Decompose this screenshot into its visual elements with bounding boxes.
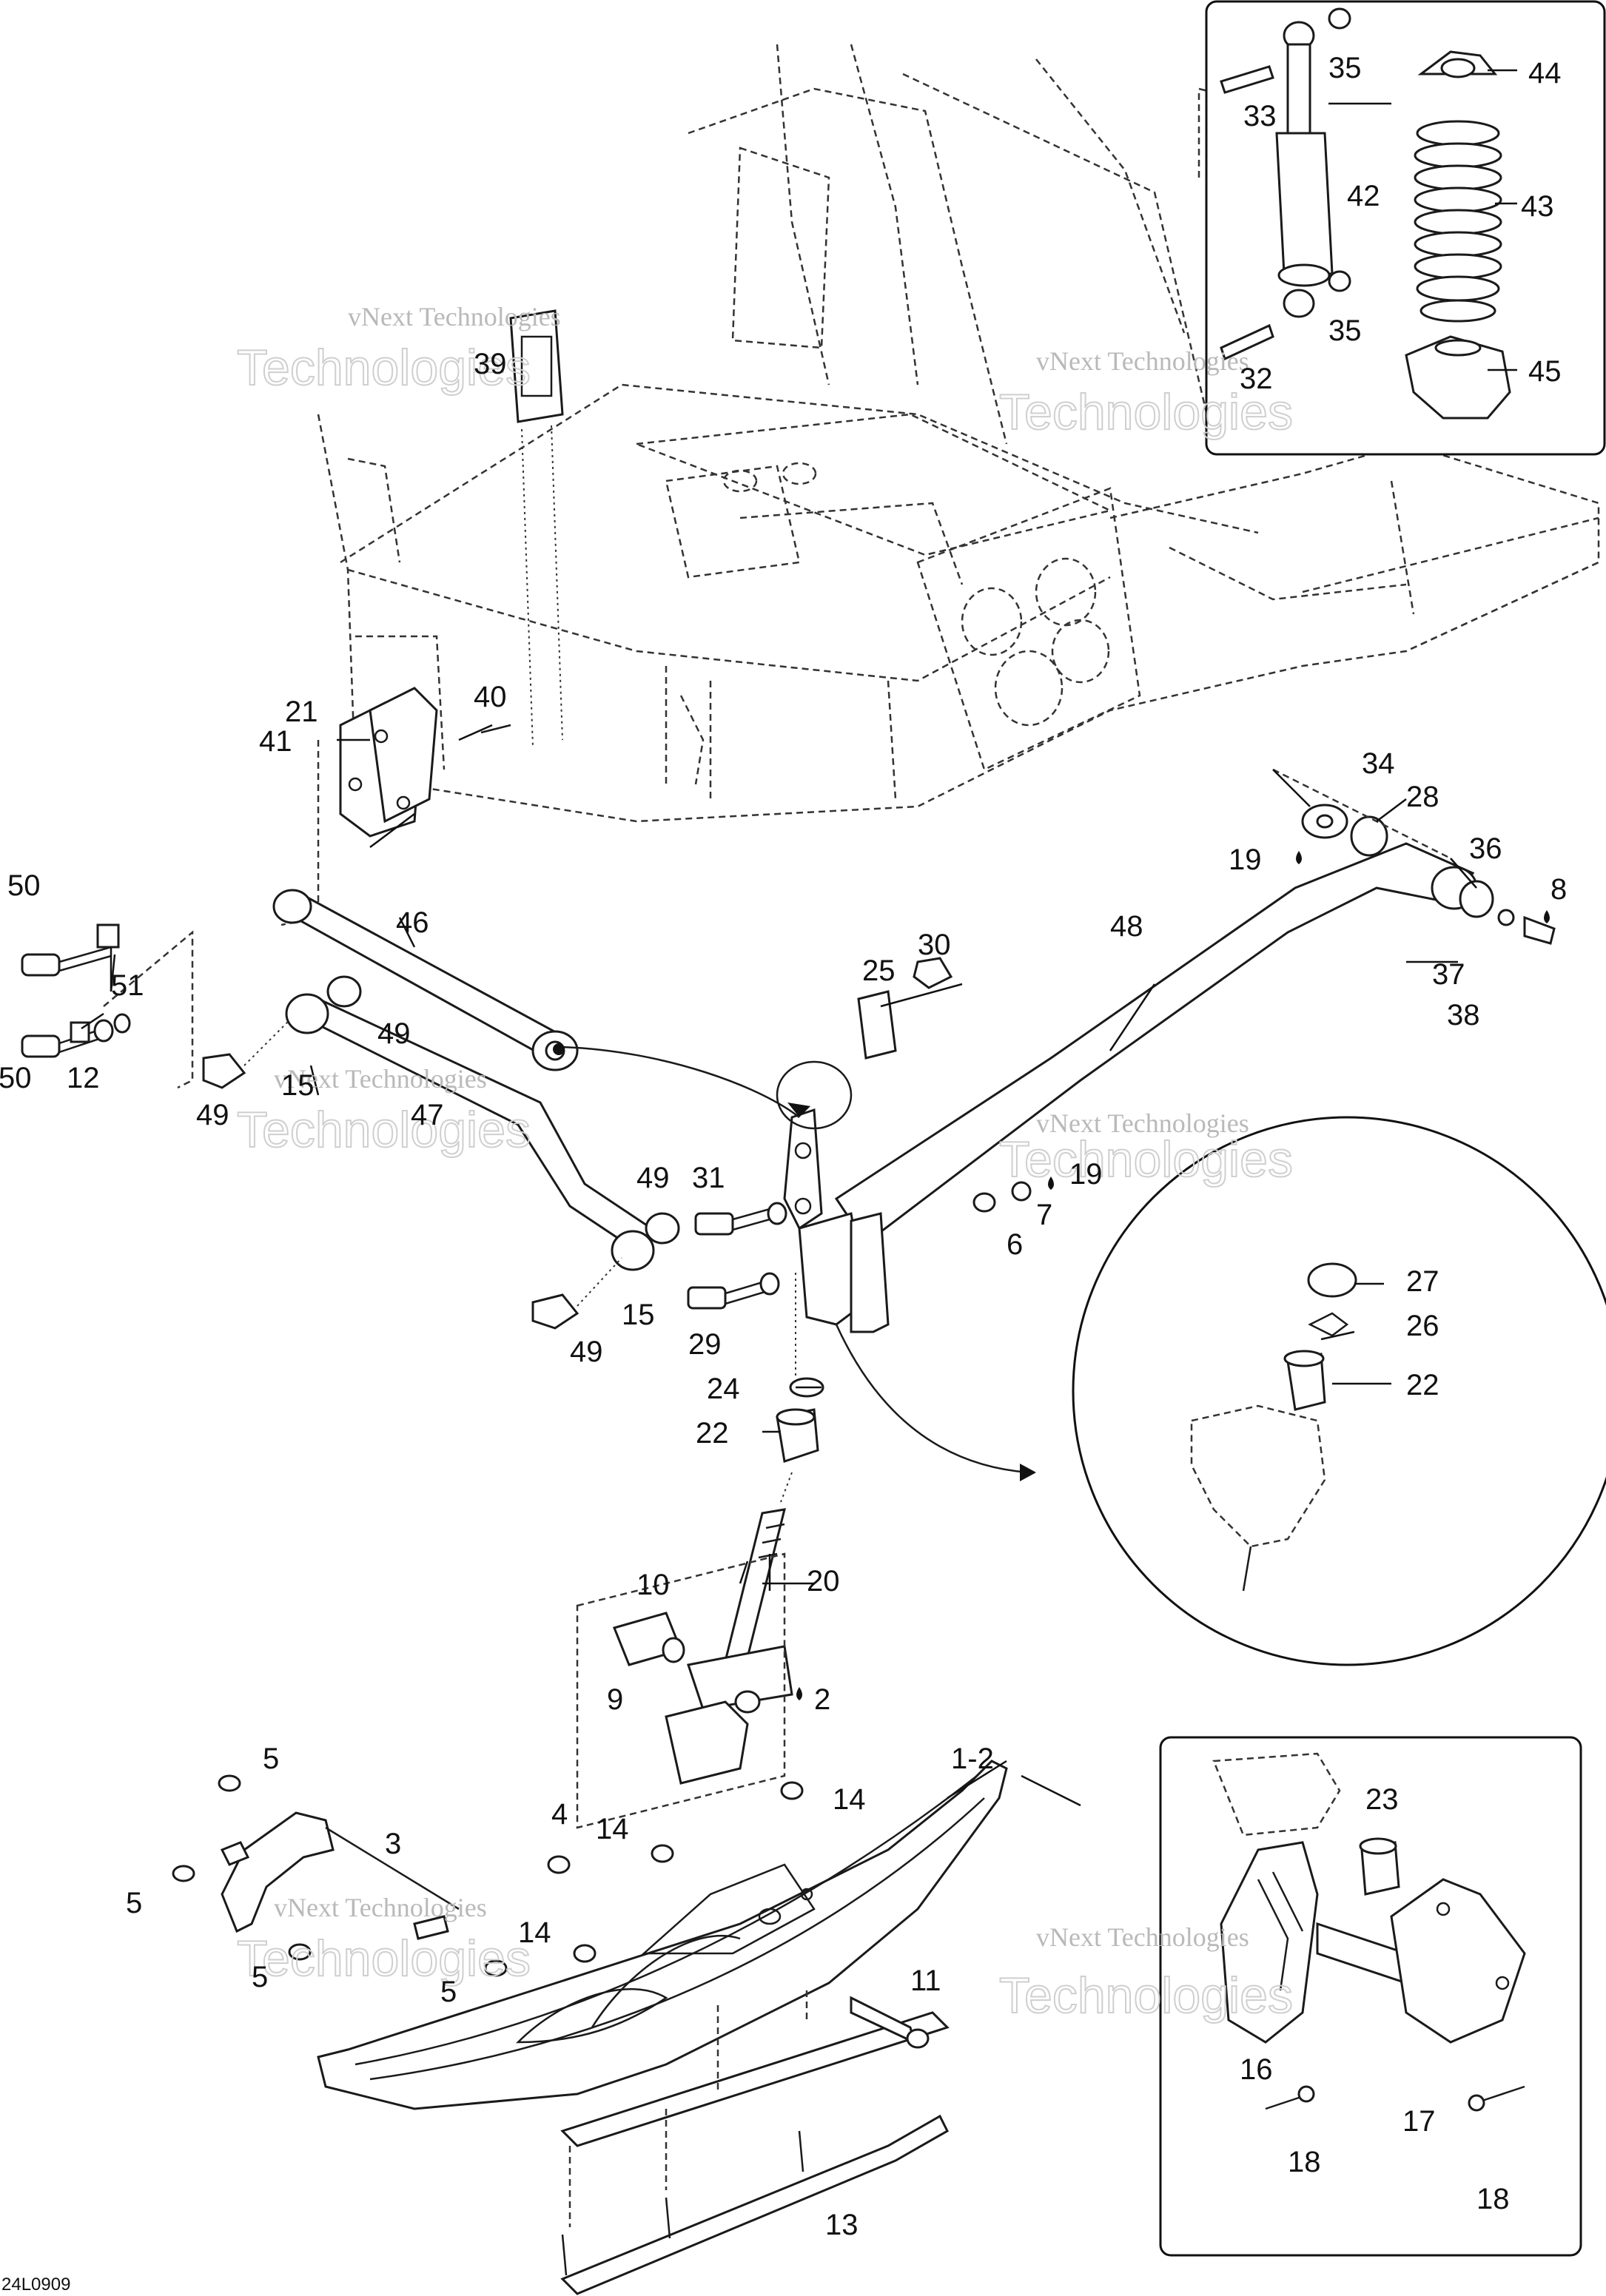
callout-10: 10 [636, 1569, 670, 1601]
callout-32: 32 [1240, 363, 1273, 395]
lower-arm-47 [202, 975, 680, 1330]
callout-49: 49 [636, 1162, 670, 1194]
ski-fasteners [547, 1781, 930, 2049]
callout-47: 47 [411, 1099, 444, 1131]
callout-40: 40 [474, 681, 507, 713]
watermark-text: vNext Technologies [274, 1893, 487, 1922]
bracket-21-41 [280, 687, 511, 926]
callout-15: 15 [622, 1299, 655, 1331]
watermark-text: Technologies [999, 1131, 1293, 1188]
hardware-50-12-51 [21, 923, 194, 1089]
callout-21: 21 [285, 696, 318, 728]
callout-3: 3 [385, 1828, 401, 1860]
callout-35: 35 [1328, 314, 1362, 347]
callout-15: 15 [281, 1069, 315, 1102]
callout-23: 23 [1365, 1783, 1399, 1816]
callout-46: 46 [396, 906, 429, 939]
callout-6: 6 [1007, 1228, 1023, 1261]
leader-lines [81, 69, 1517, 1807]
drawing-reference: 24L0909 [1, 2275, 70, 2295]
callout-22: 22 [696, 1417, 729, 1450]
callout-39: 39 [474, 348, 507, 380]
watermark-text: Technologies [237, 1102, 531, 1158]
callout-30: 30 [918, 929, 951, 961]
callout-49: 49 [377, 1017, 411, 1050]
inset-detail-circle [835, 1116, 1606, 1666]
callout-7: 7 [1036, 1199, 1052, 1231]
callout-2: 2 [814, 1683, 830, 1716]
callout-34: 34 [1362, 747, 1395, 780]
watermark-text: Technologies [999, 384, 1293, 440]
callout-38: 38 [1447, 999, 1480, 1031]
callout-33: 33 [1243, 100, 1277, 132]
plate-39 [509, 309, 564, 748]
callout-9: 9 [607, 1683, 623, 1716]
callout-18: 18 [1288, 2146, 1321, 2178]
callout-29: 29 [688, 1328, 722, 1361]
watermark-text: vNext Technologies [1036, 1108, 1249, 1138]
callout-11: 11 [910, 1965, 941, 1997]
callout-5: 5 [126, 1887, 142, 1919]
callout-51: 51 [111, 969, 144, 1002]
watermark-text: Technologies [237, 1930, 531, 1987]
callout-19: 19 [1069, 1158, 1103, 1191]
watermarks: vNext Technologies Technologies vNext Te… [236, 302, 1294, 2024]
callout-19: 19 [1229, 844, 1262, 876]
callout-35: 35 [1328, 52, 1362, 84]
callout-13: 13 [825, 2209, 859, 2241]
callout-8: 8 [1550, 873, 1567, 906]
spindle-hardware-mid [687, 957, 1054, 1310]
spring-43 [1414, 120, 1502, 323]
runner-13 [560, 2109, 949, 2295]
watermark-text: vNext Technologies [1036, 346, 1249, 376]
callout-5: 5 [263, 1743, 279, 1775]
callout-14: 14 [596, 1813, 629, 1845]
callout-41: 41 [259, 725, 292, 758]
callout-28: 28 [1406, 781, 1439, 813]
callout-5: 5 [440, 1976, 457, 2008]
callout-5: 5 [252, 1961, 268, 1993]
callout-36: 36 [1469, 832, 1502, 865]
callout-4: 4 [551, 1798, 568, 1831]
callout-26: 26 [1406, 1310, 1439, 1342]
callout-49: 49 [570, 1336, 603, 1368]
callout-22: 22 [1406, 1369, 1439, 1401]
watermark-text: vNext Technologies [274, 1064, 487, 1094]
ski-1-2 [317, 1760, 1008, 2147]
callout-43: 43 [1521, 190, 1554, 223]
callout-16: 16 [1240, 2053, 1273, 2086]
watermark-text: Technologies [999, 1967, 1293, 2024]
callout-50: 50 [7, 869, 41, 902]
callout-1-2: 1-2 [951, 1743, 994, 1775]
callout-12: 12 [67, 1062, 100, 1094]
callout-labels: 1-2 2 3 4 5 5 5 5 6 7 8 9 10 11 12 13 14… [0, 52, 1567, 2241]
callout-14: 14 [518, 1916, 551, 1949]
callout-25: 25 [862, 955, 896, 987]
callout-31: 31 [692, 1162, 725, 1194]
pivot-hardware-right [1272, 768, 1556, 945]
callout-44: 44 [1528, 57, 1562, 90]
callout-45: 45 [1528, 355, 1562, 388]
loop-handle-3 [172, 1774, 508, 1977]
callout-24: 24 [707, 1373, 740, 1405]
callout-50: 50 [0, 1062, 32, 1094]
chassis-frame [317, 44, 1600, 823]
callout-48: 48 [1110, 910, 1143, 943]
watermark-text: vNext Technologies [1036, 1922, 1249, 1952]
inset-shock [1205, 0, 1606, 456]
inset-bottom-right [1159, 1736, 1582, 2257]
callout-14: 14 [833, 1783, 866, 1816]
spindle-20 [576, 1273, 824, 1829]
callout-27: 27 [1406, 1265, 1439, 1298]
callout-37: 37 [1432, 958, 1465, 991]
callout-20: 20 [807, 1565, 840, 1598]
callout-18: 18 [1476, 2183, 1510, 2215]
callout-42: 42 [1347, 180, 1380, 212]
callout-17: 17 [1402, 2105, 1436, 2138]
watermark-text: vNext Technologies [348, 302, 561, 331]
watermark-text: Technologies [237, 340, 531, 396]
callout-49: 49 [196, 1099, 229, 1131]
